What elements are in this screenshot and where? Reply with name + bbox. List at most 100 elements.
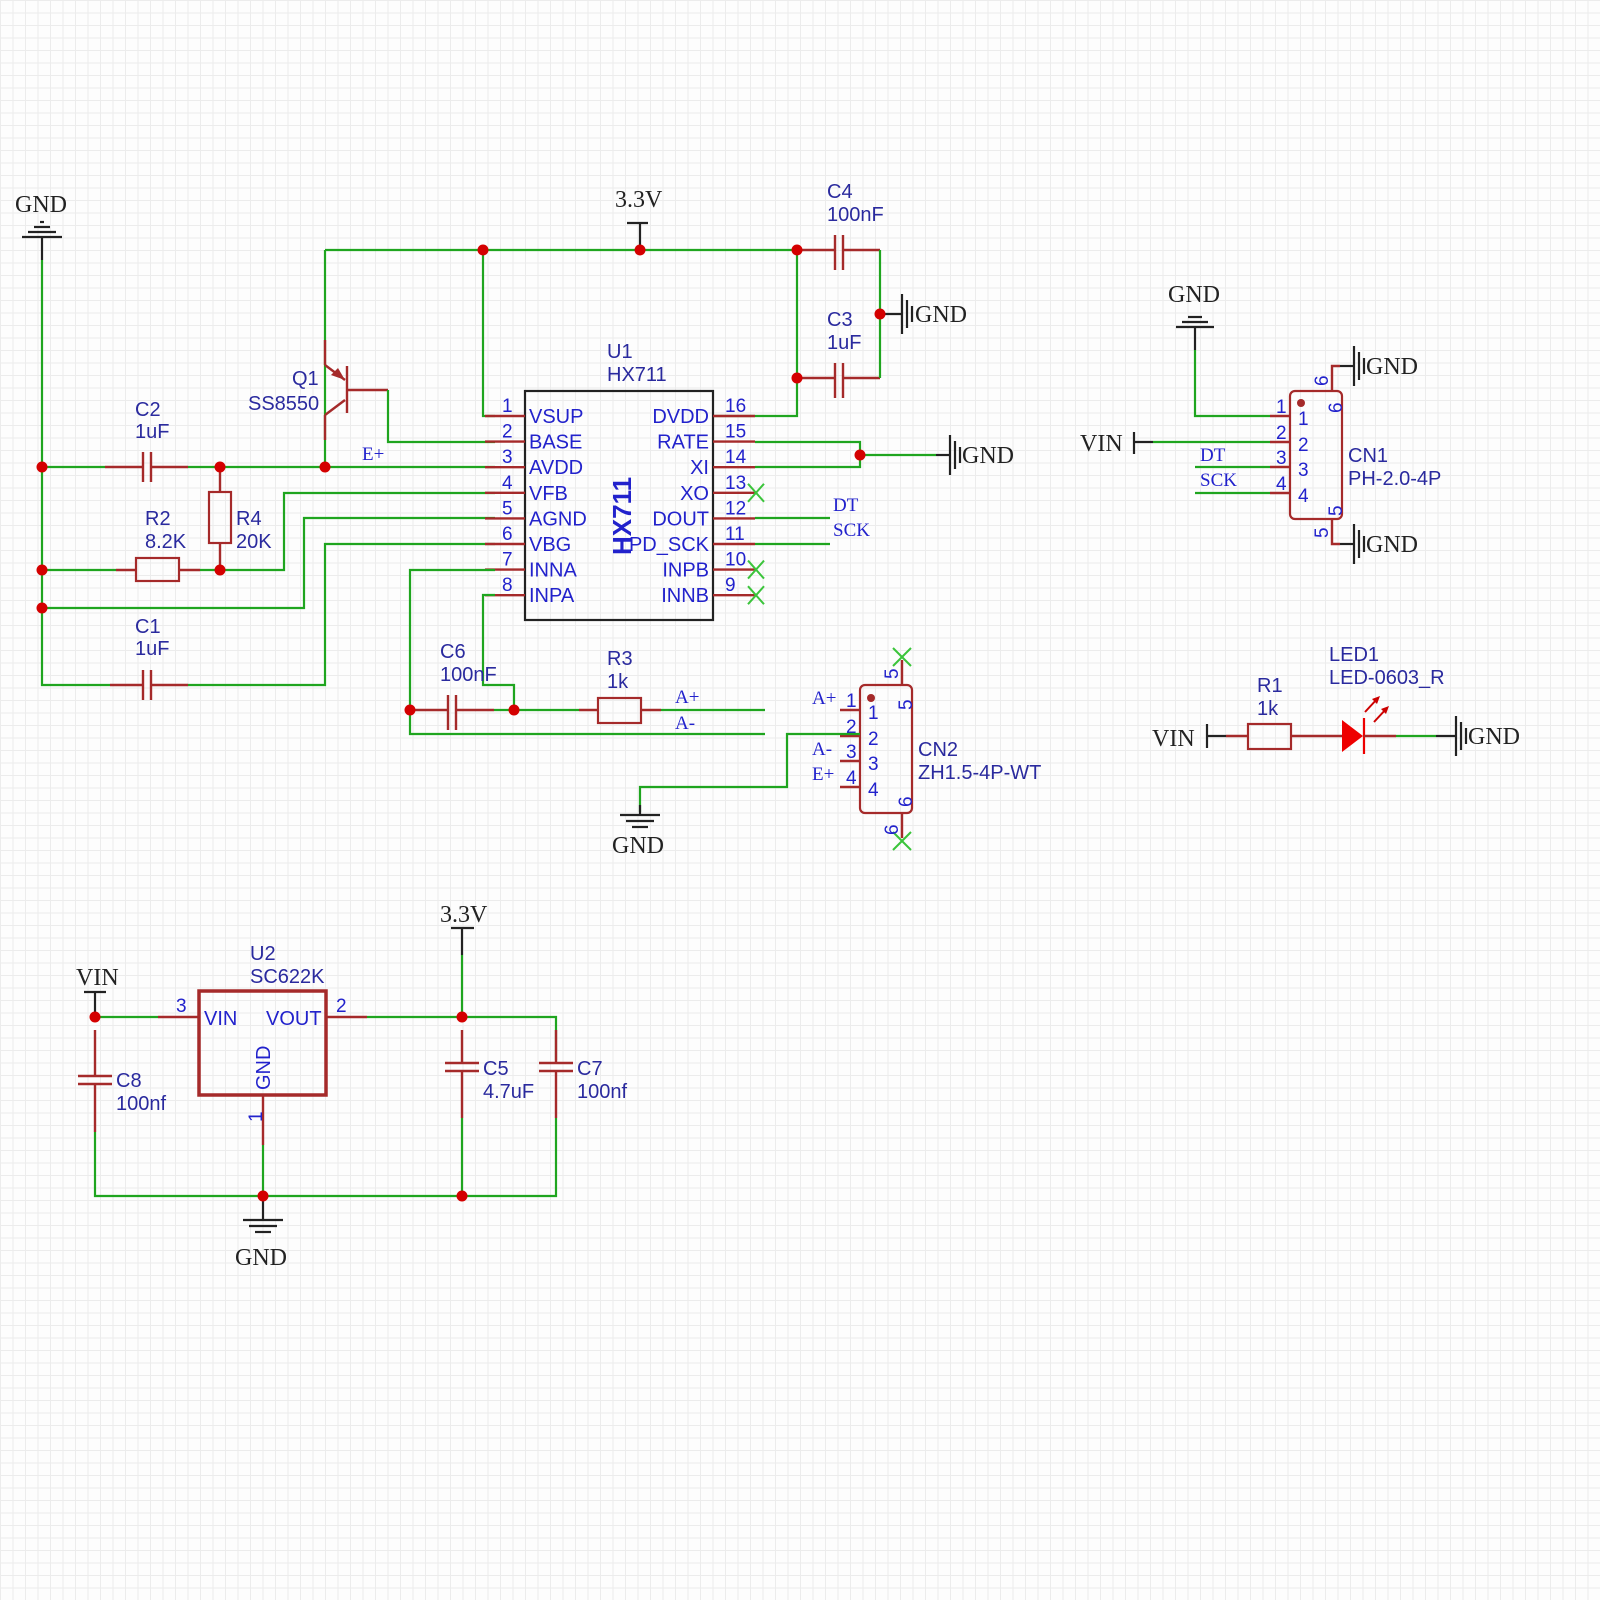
conn-pin-num-outer: 4 xyxy=(846,768,857,789)
resistor-r3[interactable]: R3 1k xyxy=(579,648,661,725)
gnd-label: GND xyxy=(235,1245,287,1271)
v33-label: 3.3V xyxy=(615,187,663,213)
u1-pin-name-innb: INNB xyxy=(661,585,709,607)
resistor-r4[interactable]: R4 20K xyxy=(207,467,272,570)
u2-pin2-num: 2 xyxy=(336,996,347,1017)
transistor-q1[interactable]: Q1 SS8550 xyxy=(248,340,388,440)
gnd-symbol-cn1-6: GND xyxy=(1352,346,1418,386)
conn-pin-num-inner: 3 xyxy=(1298,460,1309,481)
gnd-label: GND xyxy=(1168,282,1220,308)
capacitor-c2[interactable]: C2 1uF xyxy=(105,399,188,482)
conn-pin-num-outer: 4 xyxy=(1276,474,1287,495)
c4-ref: C4 xyxy=(827,181,853,203)
u1-pin-num: 11 xyxy=(725,524,745,545)
gnd-symbol-cn1-5: GND xyxy=(1352,524,1418,564)
no-connect-icon xyxy=(747,559,765,580)
u1-pin-num: 1 xyxy=(502,396,513,417)
u1-pin-num: 2 xyxy=(502,422,513,443)
wire-dvdd xyxy=(713,250,799,418)
v33-label: 3.3V xyxy=(440,902,488,928)
conn-pin-num-6: 6 xyxy=(896,796,917,807)
u1-pin-name-vsup: VSUP xyxy=(529,406,583,428)
u1-pin-name-xi: XI xyxy=(690,457,709,479)
conn-pin-num-inner: 1 xyxy=(1298,409,1309,430)
capacitor-c6[interactable]: C6 100nF xyxy=(410,641,497,730)
gnd-symbol-cn1-top: GND xyxy=(1168,282,1220,350)
power-vin-cn1: VIN xyxy=(1080,431,1153,457)
net-label-a-minus: A- xyxy=(675,713,695,734)
gnd-label: GND xyxy=(962,443,1014,469)
c4-value: 100nF xyxy=(827,204,884,226)
capacitor-c5[interactable]: C5 4.7uF xyxy=(445,1030,534,1118)
wire-vfb xyxy=(200,491,495,572)
net-label-sck: SCK xyxy=(833,520,870,541)
gnd-label: GND xyxy=(15,192,67,218)
u1-pin-name-rate: RATE xyxy=(657,432,709,454)
no-connect-icon xyxy=(747,483,765,503)
r3-ref: R3 xyxy=(607,648,633,670)
gnd-symbol-reg: GND xyxy=(235,1196,287,1271)
net-label-a-minus-cn2: A- xyxy=(812,739,832,760)
power-3v3-top: 3.3V xyxy=(615,187,663,250)
power-3v3-reg: 3.3V xyxy=(440,902,488,955)
vin-label: VIN xyxy=(1152,726,1195,752)
gnd-symbol-topleft: GND xyxy=(15,192,67,260)
c5-ref: C5 xyxy=(483,1058,509,1080)
u2-pin3-num: 3 xyxy=(176,996,187,1017)
u1-pin-num: 5 xyxy=(502,498,513,519)
led1-ref: LED1 xyxy=(1329,644,1379,666)
conn-pin-num-outer: 1 xyxy=(846,691,857,712)
u1-pin-num: 12 xyxy=(725,498,746,519)
wire-reg-gnd xyxy=(93,1118,558,1198)
conn-pin-num-5: 5 xyxy=(896,699,917,710)
gnd-label: GND xyxy=(1366,532,1418,558)
q1-ref: Q1 xyxy=(292,368,319,390)
resistor-r2[interactable]: R2 8.2K xyxy=(116,508,200,583)
conn-pin-num-6-outer: 6 xyxy=(1312,375,1333,386)
capacitor-c4[interactable]: C4 100nF xyxy=(797,181,884,270)
wire-inpa xyxy=(481,593,516,710)
conn-pin-num-5: 5 xyxy=(1326,505,1347,516)
net-label-e-plus: E+ xyxy=(362,444,384,465)
resistor-r1[interactable]: R1 1k xyxy=(1226,675,1342,751)
led-led1[interactable]: LED1 LED-0603_R xyxy=(1329,644,1445,754)
ic-u2-sc622k[interactable]: 3 VIN 2 VOUT 1 GND U2 SC622K xyxy=(158,943,367,1145)
u1-pin-name-inpa: INPA xyxy=(529,585,575,607)
u1-pin-name-xo: XO xyxy=(680,483,709,505)
gnd-label: GND xyxy=(915,302,967,328)
conn-pin-num-6: 6 xyxy=(1326,402,1347,413)
net-label-dt: DT xyxy=(833,495,859,516)
cn1-pin6-lead xyxy=(1330,364,1340,391)
capacitor-c3[interactable]: C3 1uF xyxy=(797,309,880,398)
u1-pin-num: 15 xyxy=(725,422,746,443)
no-connect-icon xyxy=(892,831,912,851)
conn-pin-num-6-outer: 6 xyxy=(882,824,903,835)
gnd-symbol-cn2: GND xyxy=(612,805,664,859)
ic-u1-hx711[interactable]: U1 HX711 HX711 xyxy=(523,341,715,622)
net-label-a-plus: A+ xyxy=(675,687,699,708)
gnd-label: GND xyxy=(1468,724,1520,750)
capacitor-c8[interactable]: C8 100nf xyxy=(78,1030,166,1132)
net-label-e-plus-cn2: E+ xyxy=(812,764,834,785)
conn-pin-num-outer: 1 xyxy=(1276,397,1287,418)
c8-ref: C8 xyxy=(116,1070,142,1092)
u1-pin-name-base: BASE xyxy=(529,432,582,454)
r3-value: 1k xyxy=(607,671,629,693)
connector-cn2[interactable]: CN2 ZH1.5-4P-WT xyxy=(858,683,1041,815)
connector-cn1[interactable]: CN1 PH-2.0-4P xyxy=(1288,389,1441,521)
cn2-ref: CN2 xyxy=(918,739,958,761)
c1-value: 1uF xyxy=(135,638,169,660)
capacitor-c7[interactable]: C7 100nf xyxy=(539,1030,627,1118)
capacitor-c1[interactable]: C1 1uF xyxy=(110,616,188,700)
u1-pin-name-vbg: VBG xyxy=(529,534,571,556)
u1-pin-num: 10 xyxy=(725,550,746,571)
gnd-label: GND xyxy=(612,833,664,859)
c8-value: 100nf xyxy=(116,1093,166,1115)
wire-vbg xyxy=(188,542,495,687)
wire-base xyxy=(386,390,495,444)
led1-value: LED-0603_R xyxy=(1329,667,1445,689)
